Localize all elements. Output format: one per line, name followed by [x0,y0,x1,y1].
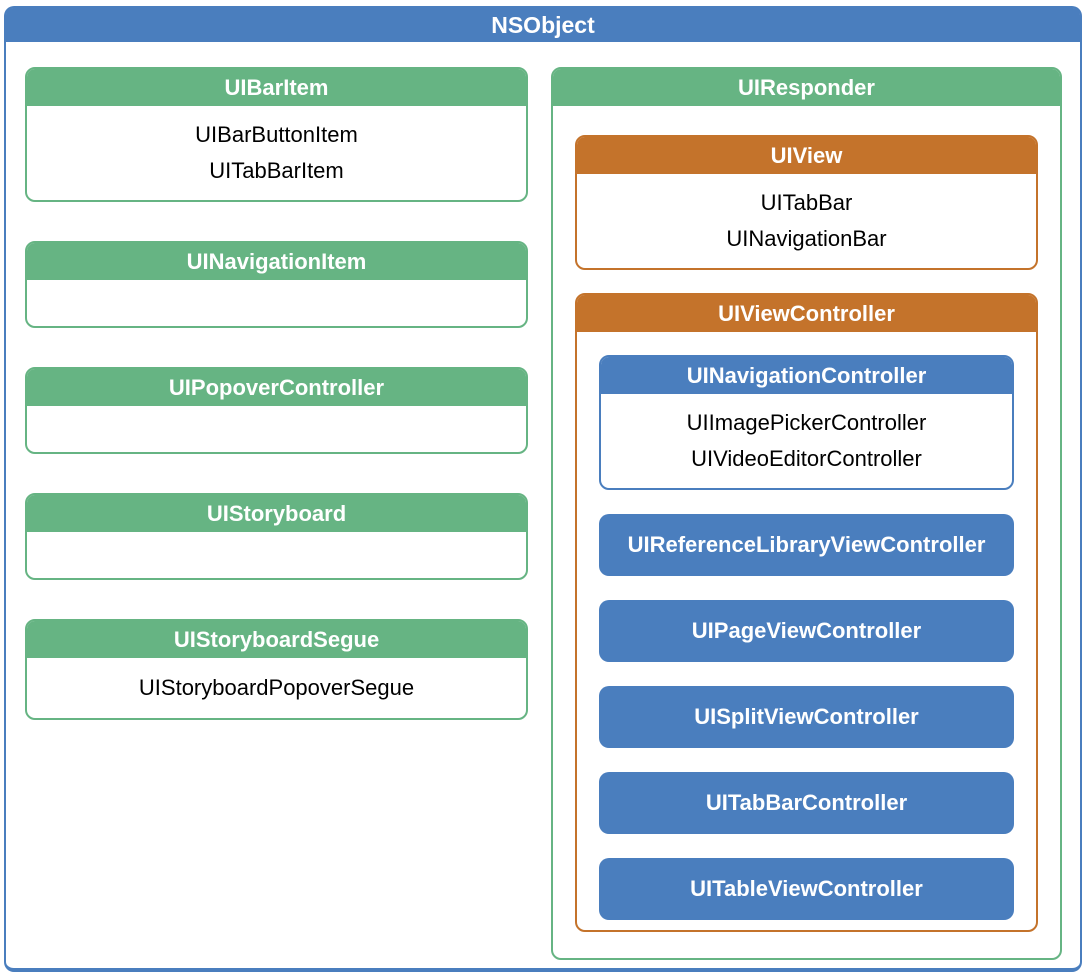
uibaritem-header: UIBarItem [27,69,526,106]
nsobject-title: NSObject [491,11,595,38]
nsobject-header: NSObject [6,8,1080,42]
class-box-nsobject: NSObject UIBarItem UIBarButtonItem UITab… [4,6,1082,972]
uistoryboardsegue-header: UIStoryboardSegue [27,621,526,658]
uipopovercontroller-title: UIPopoverController [168,374,385,400]
class-item-uivideoeditorcontroller: UIVideoEditorController [691,446,922,471]
uinavigationcontroller-title: UINavigationController [686,362,927,388]
class-box-uistoryboard: UIStoryboard [25,493,528,580]
class-box-uiview: UIView UITabBar UINavigationBar [575,135,1038,270]
class-box-uisplitviewcontroller: UISplitViewController [599,686,1014,748]
class-box-uinavigationcontroller: UINavigationController UIImagePickerCont… [599,355,1014,490]
uiview-subclasses: UITabBar UINavigationBar [577,174,1036,268]
class-box-uinavigationitem: UINavigationItem [25,241,528,328]
uipopovercontroller-subclasses [27,406,526,452]
uiview-header: UIView [577,137,1036,174]
uiviewcontroller-title: UIViewController [718,300,895,326]
uiviewcontroller-header: UIViewController [577,295,1036,332]
class-item-uistoryboardpopoversegue: UIStoryboardPopoverSegue [138,675,415,700]
class-box-uipageviewcontroller: UIPageViewController [599,600,1014,662]
nsobject-body: UIBarItem UIBarButtonItem UITabBarItem U… [6,42,1080,960]
uinavigationitem-subclasses [27,280,526,326]
uinavigationitem-title: UINavigationItem [186,248,367,274]
class-box-uitableviewcontroller: UITableViewController [599,858,1014,920]
class-item-uinavigationbar: UINavigationBar [726,226,887,251]
left-column: UIBarItem UIBarButtonItem UITabBarItem U… [25,67,528,960]
class-box-uiresponder: UIResponder UIView UITabBar UINavigation… [551,67,1062,960]
uinavigationitem-header: UINavigationItem [27,243,526,280]
uiresponder-title: UIResponder [738,74,875,100]
uiviewcontroller-subclasses: UINavigationController UIImagePickerCont… [577,332,1036,920]
class-box-uistoryboardsegue: UIStoryboardSegue UIStoryboardPopoverSeg… [25,619,528,720]
uipopovercontroller-header: UIPopoverController [27,369,526,406]
right-column: UIResponder UIView UITabBar UINavigation… [551,67,1062,960]
uistoryboardsegue-title: UIStoryboardSegue [173,626,380,652]
class-box-uireferencelibraryviewcontroller: UIReferenceLibraryViewController [599,514,1014,576]
class-box-uiviewcontroller: UIViewController UINavigationController … [575,293,1038,932]
uiresponder-header: UIResponder [553,69,1060,106]
class-item-uibarbuttonitem: UIBarButtonItem [195,122,358,147]
class-box-uibaritem: UIBarItem UIBarButtonItem UITabBarItem [25,67,528,202]
class-item-uitabbaritem: UITabBarItem [209,158,344,183]
uistoryboardsegue-subclasses: UIStoryboardPopoverSegue [27,658,526,718]
uinavigationcontroller-header: UINavigationController [601,357,1012,394]
uistoryboard-subclasses [27,532,526,578]
class-box-uipopovercontroller: UIPopoverController [25,367,528,454]
uibaritem-title: UIBarItem [224,74,329,100]
uistoryboard-header: UIStoryboard [27,495,526,532]
uinavigationcontroller-subclasses: UIImagePickerController UIVideoEditorCon… [601,394,1012,488]
uiview-title: UIView [770,142,843,168]
uibaritem-subclasses: UIBarButtonItem UITabBarItem [27,106,526,200]
class-box-uitabbarcontroller: UITabBarController [599,772,1014,834]
uiresponder-subclasses: UIView UITabBar UINavigationBar UIViewCo… [553,106,1060,932]
class-item-uitabbar: UITabBar [760,190,853,215]
uistoryboard-title: UIStoryboard [206,500,347,526]
class-item-uiimagepickercontroller: UIImagePickerController [686,410,927,435]
